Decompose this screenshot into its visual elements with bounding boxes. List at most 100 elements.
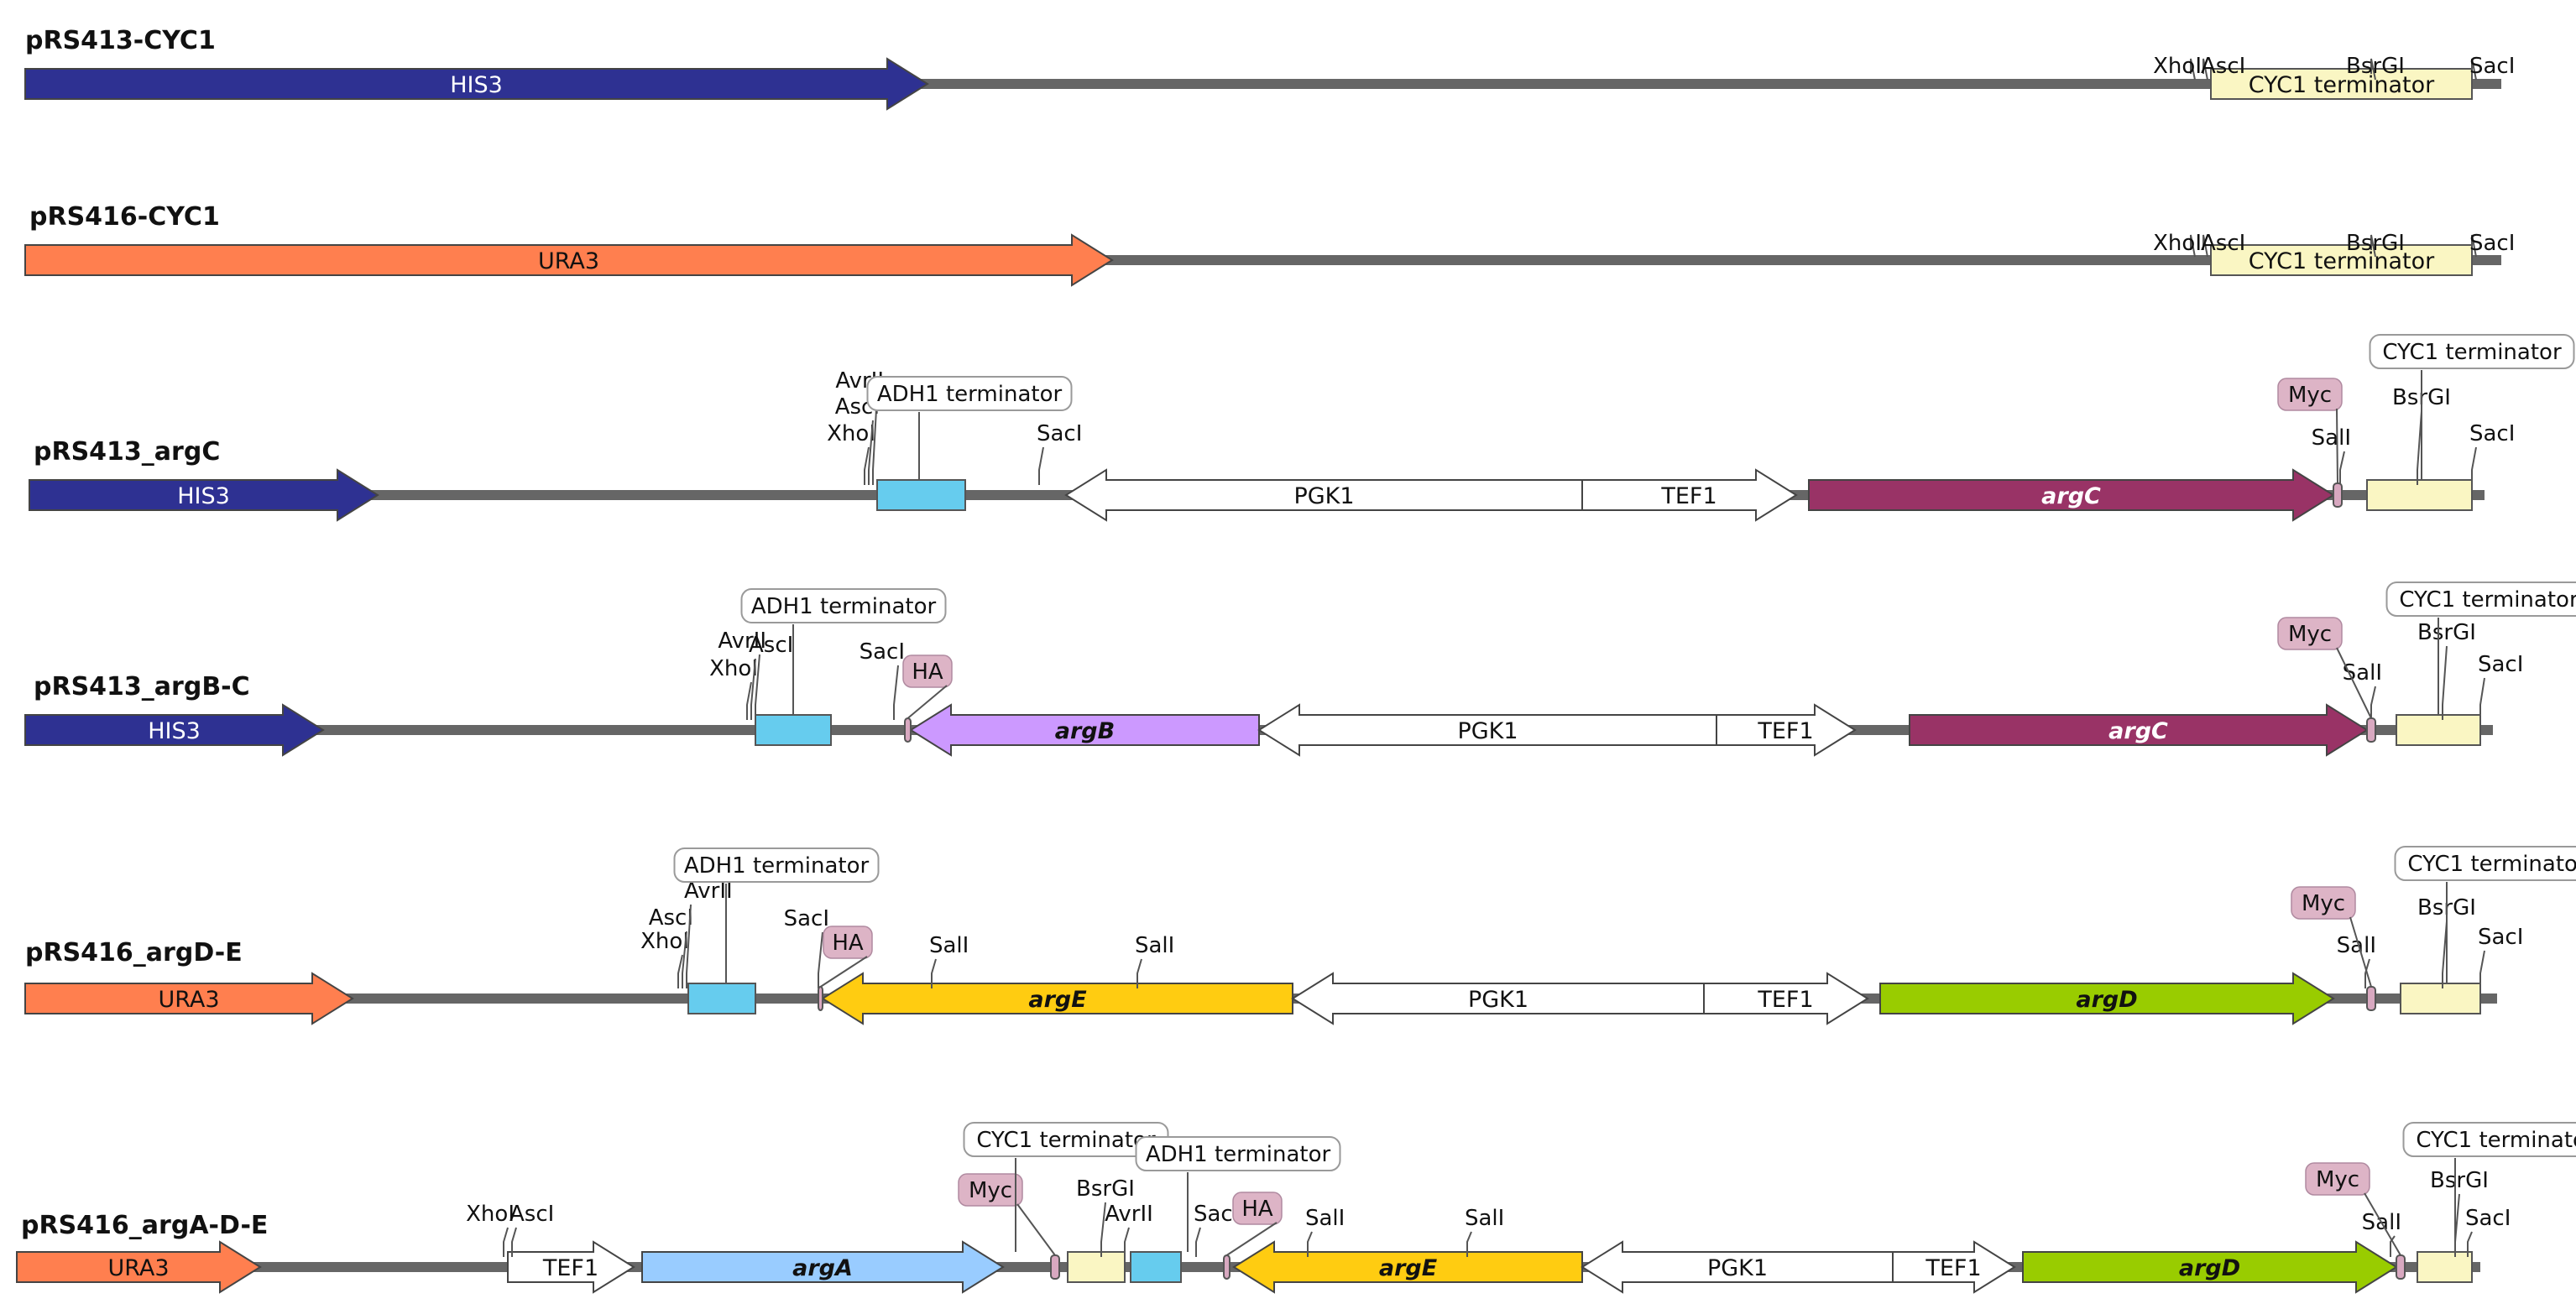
tag-marker: [2396, 1254, 2406, 1280]
tag-leader: [907, 685, 948, 719]
feature-box: [755, 714, 832, 746]
site-tick: [1124, 1227, 1130, 1257]
plasmid-title: pRS416-CYC1: [29, 202, 220, 232]
site-tick: [2471, 234, 2477, 258]
callout-box: [866, 376, 1073, 411]
feature-label: argE: [1028, 987, 1087, 1013]
tag-label: Myc: [969, 1178, 1012, 1203]
tag-label: HA: [912, 660, 943, 685]
site-tick: [931, 958, 937, 988]
restriction-site-label: XhoI: [709, 656, 758, 681]
restriction-site-label: SalI: [1135, 933, 1174, 958]
tag-marker: [818, 986, 823, 1011]
site-tick: [2471, 446, 2477, 485]
feature-arrow: [1064, 468, 1583, 522]
feature-box: [687, 983, 756, 1014]
tag-leader: [1016, 1203, 1056, 1256]
feature-label: CYC1 terminator: [2249, 72, 2435, 98]
tag-label: Myc: [2316, 1167, 2359, 1192]
callout-box: [2402, 1122, 2576, 1157]
restriction-site-label: XhoI: [827, 421, 875, 446]
feature-arrow: [1581, 468, 1798, 522]
restriction-site-label: XhoI: [640, 929, 689, 954]
site-tick: [2370, 234, 2376, 258]
callout-box: [673, 847, 880, 883]
site-tick: [2370, 58, 2376, 81]
feature-label: argC: [2108, 718, 2168, 744]
site-tick: [755, 654, 760, 720]
feature-label: argB: [1055, 718, 1115, 744]
tag-label: Myc: [2302, 891, 2345, 916]
feature-arrow: [24, 233, 1114, 287]
feature-box: [1130, 1251, 1182, 1283]
feature-arrow: [641, 1240, 1005, 1294]
callout-box: [740, 588, 947, 623]
feature-arrow: [1291, 972, 1705, 1025]
site-tick: [868, 420, 874, 485]
tag-bubble: [958, 1173, 1023, 1207]
site-tick: [2339, 451, 2345, 485]
restriction-site-label: XhoI: [2153, 231, 2202, 256]
site-tick: [686, 904, 692, 988]
feature-arrow: [1257, 703, 1717, 757]
callout-label: CYC1 terminator: [2382, 340, 2562, 365]
tag-marker: [2333, 482, 2343, 508]
restriction-site-label: SacI: [2469, 421, 2515, 446]
feature-arrow: [1716, 703, 1857, 757]
site-tick: [1136, 958, 1142, 988]
feature-arrow: [1909, 703, 2369, 757]
feature-label: HIS3: [177, 483, 230, 509]
feature-arrow: [24, 972, 354, 1025]
feature-label: TEF1: [542, 1255, 598, 1281]
callout-label: ADH1 terminator: [684, 853, 870, 879]
site-tick: [818, 931, 823, 988]
site-tick: [2190, 58, 2196, 81]
feature-label: PGK1: [1468, 987, 1528, 1013]
callout-label: ADH1 terminator: [877, 382, 1063, 407]
feature-arrow: [29, 468, 379, 522]
feature-box: [876, 479, 966, 511]
site-tick: [511, 1227, 517, 1257]
site-tick: [1195, 1227, 1201, 1257]
feature-label: TEF1: [1757, 987, 1813, 1013]
feature-arrow: [16, 1240, 262, 1294]
restriction-site-label: AscI: [749, 633, 793, 658]
feature-arrow: [1808, 468, 2335, 522]
feature-label: argD: [2179, 1255, 2240, 1281]
site-tick: [2202, 58, 2208, 81]
feature-arrow: [1232, 1240, 1583, 1294]
tag-bubble: [2277, 378, 2343, 411]
site-tick: [750, 658, 756, 720]
tag-leader: [2364, 1192, 2401, 1256]
feature-label: URA3: [107, 1255, 169, 1281]
tag-label: HA: [1241, 1197, 1273, 1222]
feature-arrow: [2022, 1240, 2398, 1294]
restriction-site-label: AscI: [2201, 54, 2245, 79]
tag-leader: [2349, 916, 2372, 988]
restriction-site-label: SalI: [929, 933, 969, 958]
site-tick: [2190, 234, 2196, 258]
tag-marker: [1223, 1254, 1231, 1280]
tag-marker: [904, 717, 912, 743]
feature-arrow: [507, 1240, 635, 1294]
feature-label: argD: [2076, 987, 2137, 1013]
tag-leader: [2336, 647, 2372, 719]
restriction-site-label: SalI: [1305, 1206, 1345, 1231]
site-tick: [864, 446, 870, 485]
tag-label: Myc: [2288, 383, 2332, 408]
site-tick: [1038, 446, 1044, 485]
restriction-site-label: AscI: [649, 905, 693, 931]
restriction-site-label: SacI: [2465, 1206, 2511, 1231]
tag-bubble: [823, 926, 873, 959]
restriction-site-label: AscI: [2201, 231, 2245, 256]
callout-box: [2385, 581, 2576, 617]
site-tick: [1307, 1231, 1313, 1257]
site-tick: [893, 665, 899, 720]
feature-label: PGK1: [1707, 1255, 1768, 1281]
callout-label: CYC1 terminator: [2407, 852, 2576, 877]
site-tick: [2390, 1235, 2396, 1257]
tag-marker: [2366, 986, 2376, 1011]
